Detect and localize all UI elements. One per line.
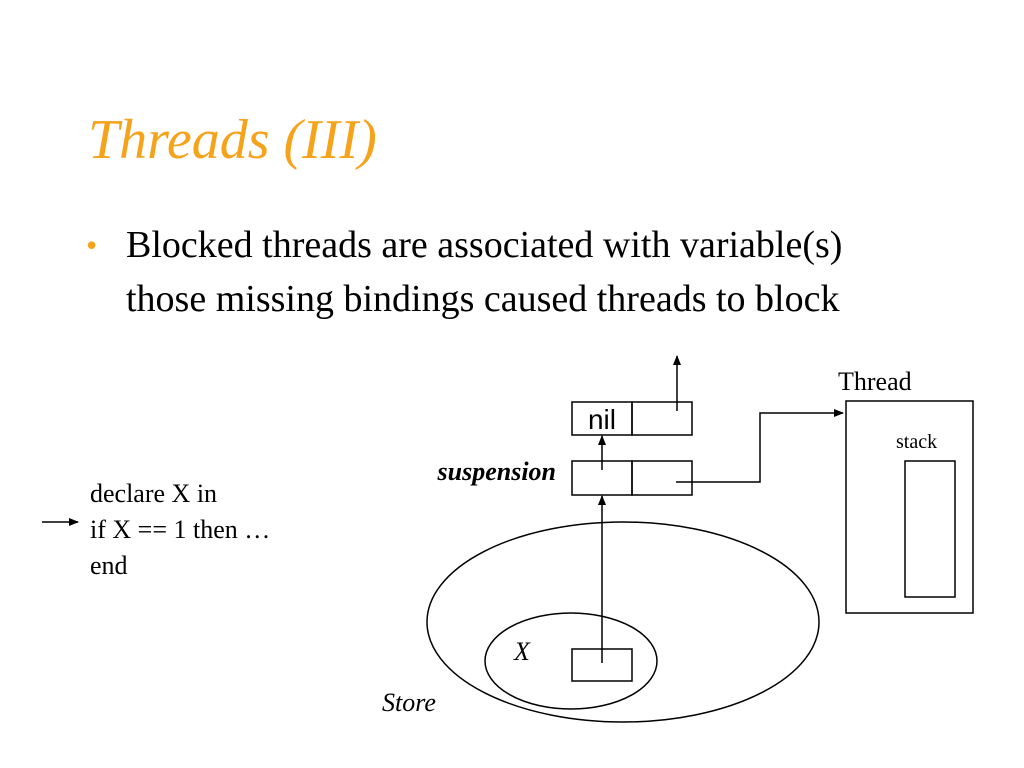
thread-label: Thread xyxy=(838,367,912,396)
variable-ellipse xyxy=(484,612,658,710)
code-line-declare: declare X in xyxy=(90,479,218,508)
bullet-dot-icon: • xyxy=(86,227,98,263)
thread-box xyxy=(845,400,974,614)
stack-label: stack xyxy=(896,431,937,453)
nil-label: nil xyxy=(588,404,616,435)
suspension-to-thread-arrow xyxy=(676,409,844,483)
variable-label: X xyxy=(513,637,531,666)
slide-title: Threads (III) xyxy=(88,109,377,171)
store-ellipse xyxy=(426,521,820,723)
stack-box xyxy=(904,460,956,598)
code-block: declare X in if X == 1 then … end xyxy=(90,476,270,584)
store-label: Store xyxy=(382,688,436,717)
suspension-node-right xyxy=(631,460,693,496)
bullet-list: • Blocked threads are associated with va… xyxy=(86,218,926,326)
bullet-text: Blocked threads are associated with vari… xyxy=(126,224,843,320)
suspension-label: suspension xyxy=(437,457,557,486)
code-line-end: end xyxy=(90,551,128,580)
code-line-if: if X == 1 then … xyxy=(90,515,271,544)
nil-node-right xyxy=(631,401,693,436)
bullet-item: • Blocked threads are associated with va… xyxy=(86,218,926,326)
